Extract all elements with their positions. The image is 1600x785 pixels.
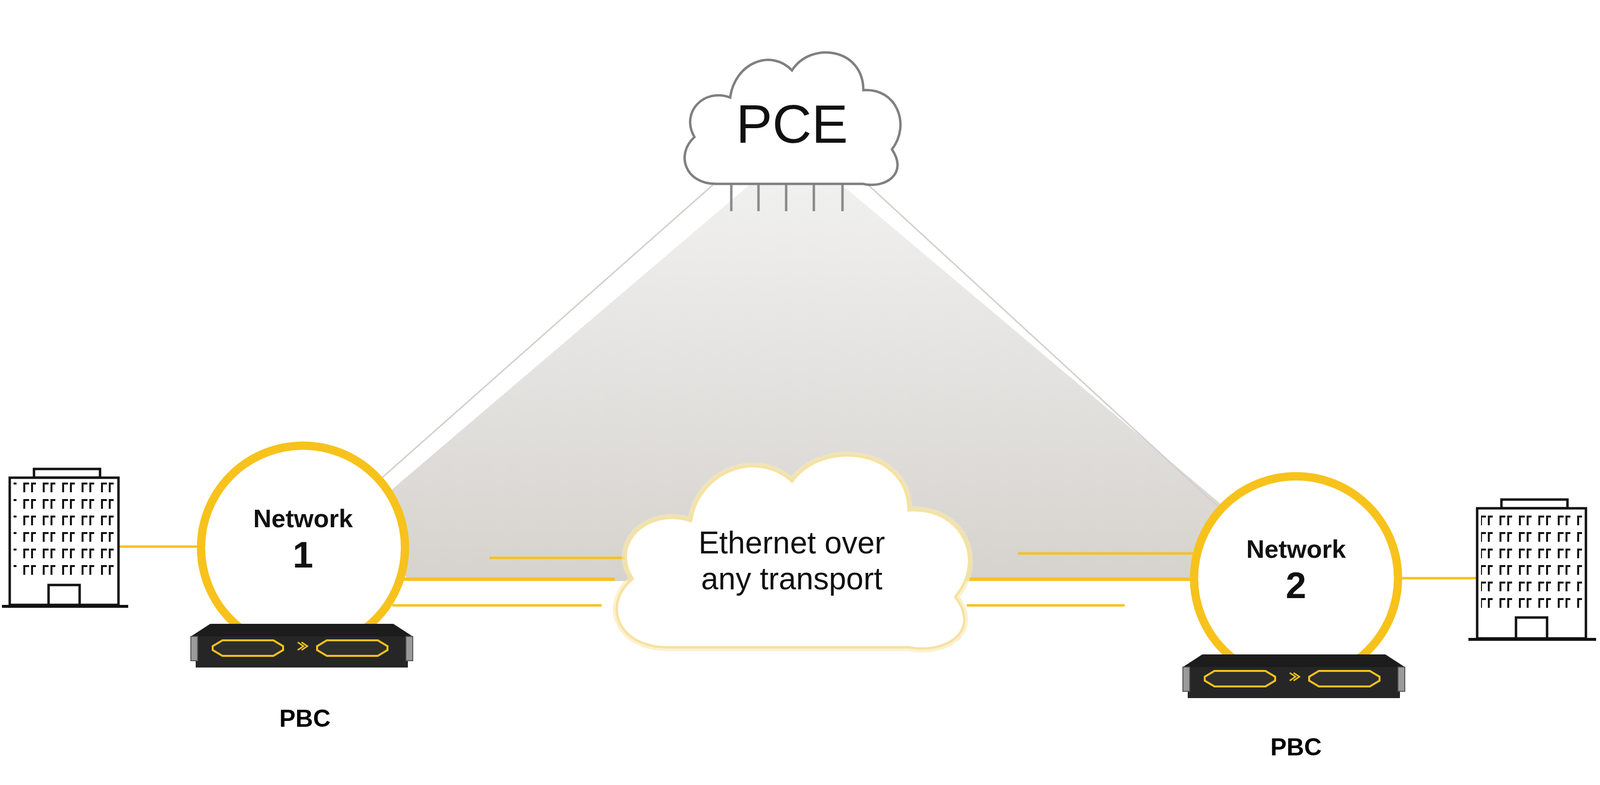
building-right (1468, 499, 1597, 640)
transport-cloud: Ethernet over any transport (597, 438, 987, 655)
ethernet-link (968, 577, 1195, 582)
network-circle: Network2 (1194, 476, 1398, 681)
pce-control-link (379, 172, 726, 481)
pce-control-link (856, 173, 1222, 510)
ethernet-link (400, 577, 615, 582)
node-title: Network (1246, 535, 1346, 565)
node-title: Network (252, 504, 353, 534)
pce-cloud: PCE (673, 40, 911, 189)
node-title: Ethernet over any transport (670, 525, 914, 597)
building-left (1, 469, 129, 607)
node-number: 2 (1285, 564, 1307, 607)
node-number: 1 (292, 533, 314, 576)
device-label: PBC (1270, 733, 1322, 762)
device-label: PBC (279, 704, 331, 733)
node-title: PCE (736, 93, 848, 156)
network-circle: Network1 (201, 445, 405, 650)
pbc-device (190, 623, 413, 668)
pbc-device (1182, 654, 1405, 699)
